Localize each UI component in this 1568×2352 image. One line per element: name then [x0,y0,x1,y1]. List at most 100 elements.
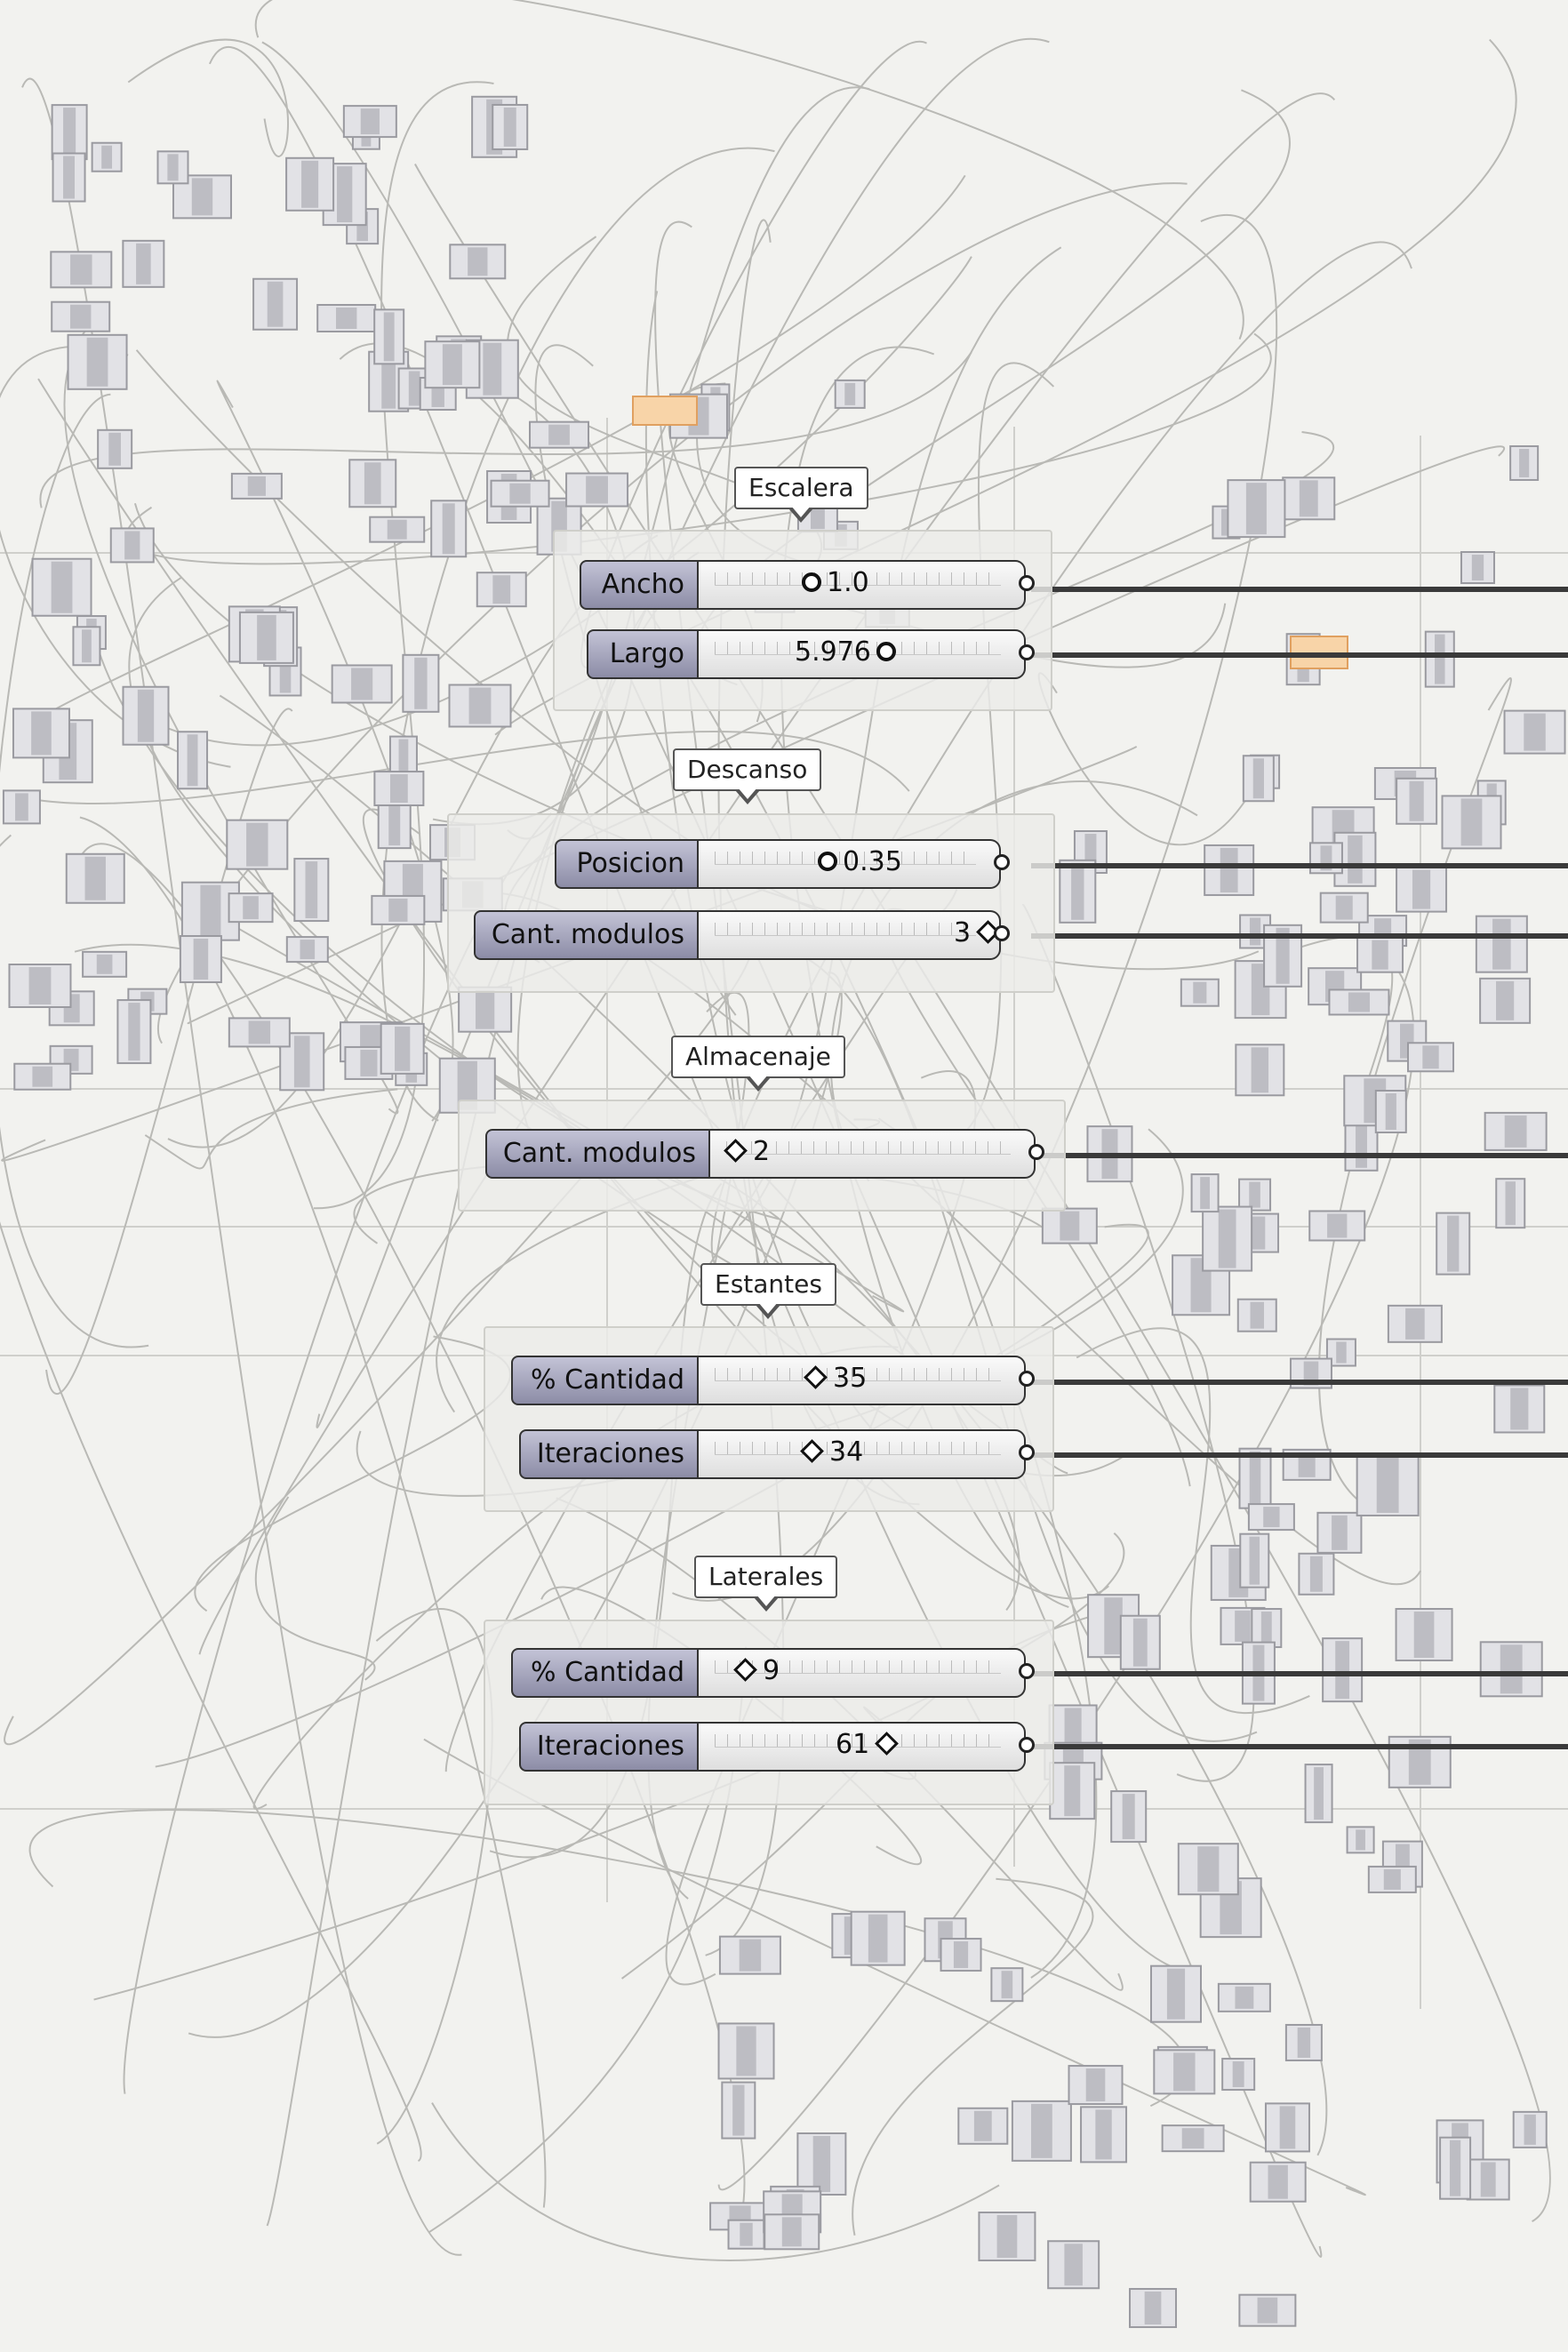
slider-value-text: 9 [763,1655,780,1686]
component-node [424,340,481,389]
slider-track[interactable] [699,1722,1026,1772]
slider-value[interactable]: 9 [728,1648,780,1694]
component-node [1484,1111,1548,1151]
component-node [380,1022,425,1075]
slider-grip-icon[interactable] [800,1439,824,1463]
component-node [82,950,128,978]
slider-grip-icon[interactable] [733,1658,757,1682]
slider-grip-icon[interactable] [876,641,896,661]
component-node [1284,2023,1323,2061]
slider-value-text: 1.0 [827,567,869,598]
slider-track[interactable] [699,839,1001,889]
component-node [727,2219,765,2250]
slider-value[interactable]: 0.35 [812,839,902,885]
output-port-icon[interactable] [1019,1737,1035,1753]
slider-value[interactable]: 34 [795,1429,863,1476]
slider-value[interactable]: 5.976 [795,629,901,676]
component-node [1049,1762,1096,1820]
slider-output-wires [1031,587,1568,1749]
component-node [1119,1614,1161,1670]
component-node [1190,1173,1220,1213]
group-escalera[interactable] [553,530,1052,711]
slider-track[interactable] [699,560,1026,610]
component-node [1512,2110,1548,2148]
slider-value-text: 3 [954,917,972,948]
component-node [717,2022,775,2080]
component-node [1319,892,1369,924]
component-node [67,333,128,390]
component-node [1247,1503,1295,1532]
component-node [91,141,123,172]
wire [45,708,293,1395]
component-node [1475,915,1528,973]
slider-grip-icon[interactable] [802,572,821,592]
slider-grip-icon[interactable] [724,1139,748,1163]
slider-value[interactable]: 61 [836,1722,904,1768]
slider-grip-icon[interactable] [804,1365,828,1389]
component-node [31,557,92,617]
component-node [1249,2161,1307,2203]
slider-label: % Cantidad [511,1648,699,1698]
component-node [97,428,133,469]
component-node [1387,1304,1443,1343]
slider-track[interactable] [699,629,1026,679]
wire [375,1608,493,2145]
group-label-estantes[interactable]: Estantes [700,1263,836,1319]
slider-label: Cant. modulos [474,910,699,960]
slider-label: Largo [587,629,699,679]
output-port-icon[interactable] [1028,1144,1044,1160]
slider-grip-icon[interactable] [875,1732,900,1756]
slider-track[interactable] [699,1429,1026,1479]
component-node [1129,2288,1178,2329]
component-node-highlighted [632,396,698,426]
slider-value[interactable]: 35 [798,1356,867,1402]
component-node [1346,1826,1375,1854]
component-node [476,572,527,608]
component-node [1333,831,1377,887]
output-port-icon[interactable] [1019,1371,1035,1387]
group-label-escalera[interactable]: Escalera [734,467,868,523]
output-port-icon[interactable] [1019,1663,1035,1679]
slider-value-text: 0.35 [843,846,902,877]
slider-label: Cant. modulos [485,1129,710,1179]
slider-grip-icon[interactable] [818,851,837,871]
output-port-icon[interactable] [994,925,1010,941]
component-node [156,150,189,185]
slider-track[interactable] [710,1129,1036,1179]
component-node [228,1017,291,1048]
component-node [1503,709,1566,755]
group-label-descanso[interactable]: Descanso [673,748,822,804]
slider-track[interactable] [699,910,1001,960]
component-node [285,156,335,212]
component-node [1068,2065,1124,2106]
output-port-icon[interactable] [1019,644,1035,660]
component-node [1396,866,1448,913]
output-port-icon[interactable] [994,854,1010,870]
wire [254,1496,376,1681]
group-label-text: Laterales [708,1562,824,1591]
wire [431,2102,1000,2261]
group-label-almacenaje[interactable]: Almacenaje [671,1036,845,1092]
component-node [1322,1637,1364,1703]
wire [0,393,149,1348]
group-estantes[interactable] [484,1326,1054,1512]
slider-track[interactable] [699,1356,1026,1405]
component-node [764,2213,820,2251]
wire [556,1497,1124,1991]
group-label-laterales[interactable]: Laterales [694,1556,838,1612]
component-node [1153,2049,1216,2095]
wire [37,378,1109,1600]
slider-value[interactable]: 1.0 [796,560,869,606]
component-node [348,459,397,508]
component-node [179,935,222,984]
slider-value[interactable]: 3 [954,910,1005,956]
wire [125,332,1272,565]
component-node [1304,1764,1333,1824]
output-port-icon[interactable] [1019,1444,1035,1460]
output-port-icon[interactable] [1019,575,1035,591]
component-node [1264,2102,1310,2153]
component-node [1161,2124,1225,2153]
slider-value[interactable]: 2 [718,1129,770,1175]
component-node [228,892,274,924]
